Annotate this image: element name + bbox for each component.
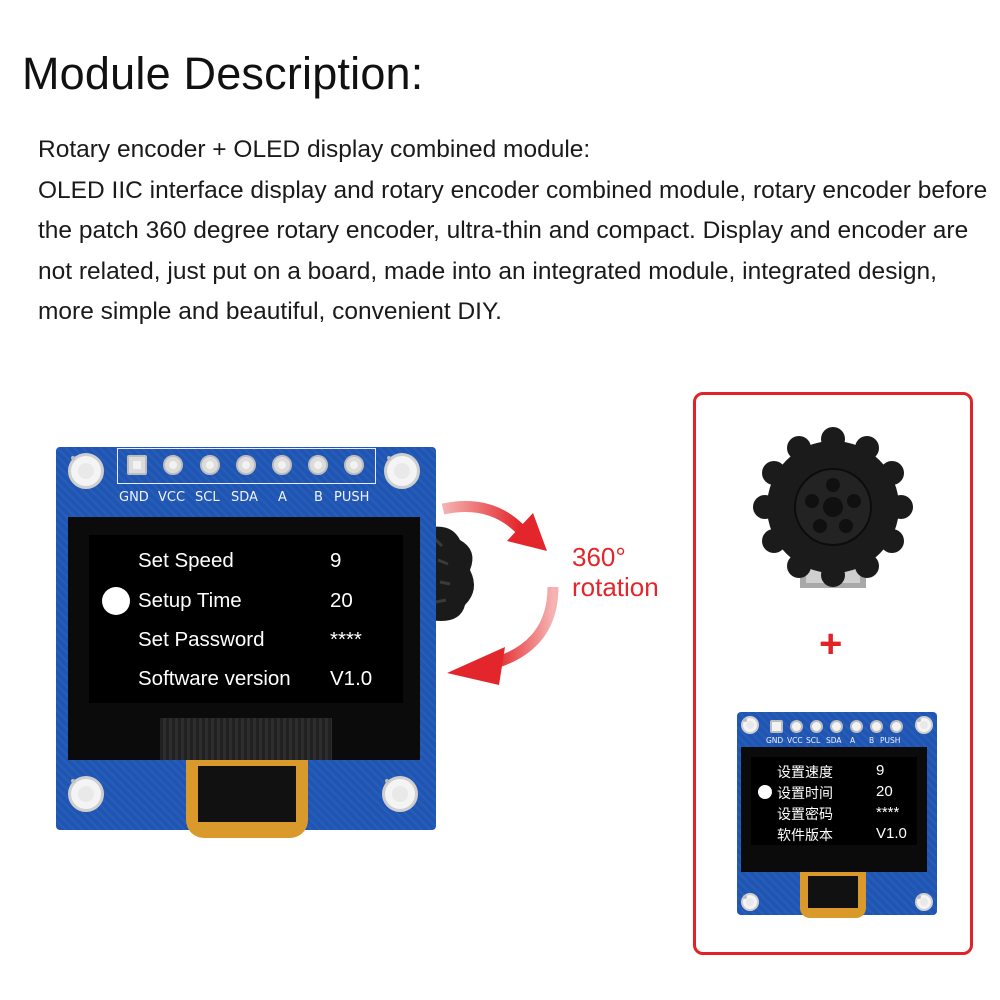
large-menu-value: V1.0	[330, 667, 373, 690]
large-oled-screen	[89, 535, 403, 703]
small-pin-label: GND	[766, 736, 784, 745]
pin-label: A	[278, 490, 287, 505]
pin-sda	[236, 455, 256, 475]
large-menu-label: Set Speed	[138, 549, 234, 572]
small-mount-hole	[915, 893, 933, 911]
small-pin-label: PUSH	[880, 736, 901, 745]
pin-label: SDA	[231, 490, 258, 505]
small-mount-hole	[915, 716, 933, 734]
small-pin	[890, 720, 903, 733]
small-menu-value: 9	[876, 762, 885, 779]
rotation-label: 360° rotation	[572, 542, 659, 602]
small-pin	[850, 720, 863, 733]
small-flex-connector	[808, 876, 858, 908]
small-menu-value: 20	[876, 783, 893, 800]
small-pin	[810, 720, 823, 733]
small-menu-value: V1.0	[876, 825, 907, 842]
pin-push	[344, 455, 364, 475]
description-line-1: Rotary encoder + OLED display combined m…	[38, 136, 591, 163]
pin-label: SCL	[195, 490, 220, 505]
mount-hole-bottom-left	[68, 776, 104, 812]
pin-label: GND	[119, 490, 149, 505]
small-pin-label: B	[869, 736, 875, 745]
small-pin-label: SCL	[806, 736, 821, 745]
small-pin-label: SDA	[826, 736, 842, 745]
mount-hole-top-right	[384, 453, 420, 489]
pin-gnd	[127, 455, 147, 475]
pin-label: VCC	[158, 490, 186, 505]
small-menu-label: 设置密码	[777, 807, 833, 823]
large-menu-label: Set Password	[138, 628, 265, 651]
small-menu-label: 设置速度	[777, 765, 833, 781]
pin-label: PUSH	[334, 490, 370, 505]
pin-b	[308, 455, 328, 475]
small-pin	[830, 720, 843, 733]
large-menu-label: Software version	[138, 667, 291, 690]
large-menu-label: Setup Time	[138, 589, 242, 612]
encoder-knob-icon	[753, 427, 913, 588]
small-menu-label: 软件版本	[777, 828, 833, 844]
rotation-degrees: 360°	[572, 542, 626, 572]
large-flex-connector	[198, 766, 296, 822]
plus-sign: +	[819, 622, 843, 666]
small-pin-label: VCC	[787, 736, 803, 745]
small-mount-hole	[741, 716, 759, 734]
large-menu-value: 9	[330, 549, 342, 572]
pin-header-outline	[117, 448, 376, 484]
module-description: Rotary encoder + OLED display combined m…	[38, 130, 988, 333]
rotation-text: rotation	[572, 572, 659, 602]
small-mount-hole	[741, 893, 759, 911]
small-menu-value: ****	[876, 804, 900, 821]
rotation-arrows-icon	[441, 501, 559, 685]
large-selection-cursor	[102, 587, 130, 615]
small-oled-screen	[751, 757, 917, 845]
mount-hole-top-left	[68, 453, 104, 489]
small-pin	[790, 720, 803, 733]
description-body: OLED IIC interface display and rotary en…	[38, 176, 988, 326]
small-pin-label: A	[850, 736, 856, 745]
pin-vcc	[163, 455, 183, 475]
large-menu-value: 20	[330, 589, 353, 612]
large-menu-value: ****	[330, 628, 362, 651]
small-pin	[870, 720, 883, 733]
components-frame	[693, 392, 973, 955]
small-selection-cursor	[758, 785, 772, 799]
small-pin	[770, 720, 783, 733]
page-title: Module Description:	[22, 48, 424, 99]
oled-driver-strip	[160, 718, 332, 760]
mount-hole-bottom-right	[382, 776, 418, 812]
pin-label: B	[314, 490, 323, 505]
pin-a	[272, 455, 292, 475]
pin-scl	[200, 455, 220, 475]
small-menu-label: 设置时间	[777, 786, 833, 802]
